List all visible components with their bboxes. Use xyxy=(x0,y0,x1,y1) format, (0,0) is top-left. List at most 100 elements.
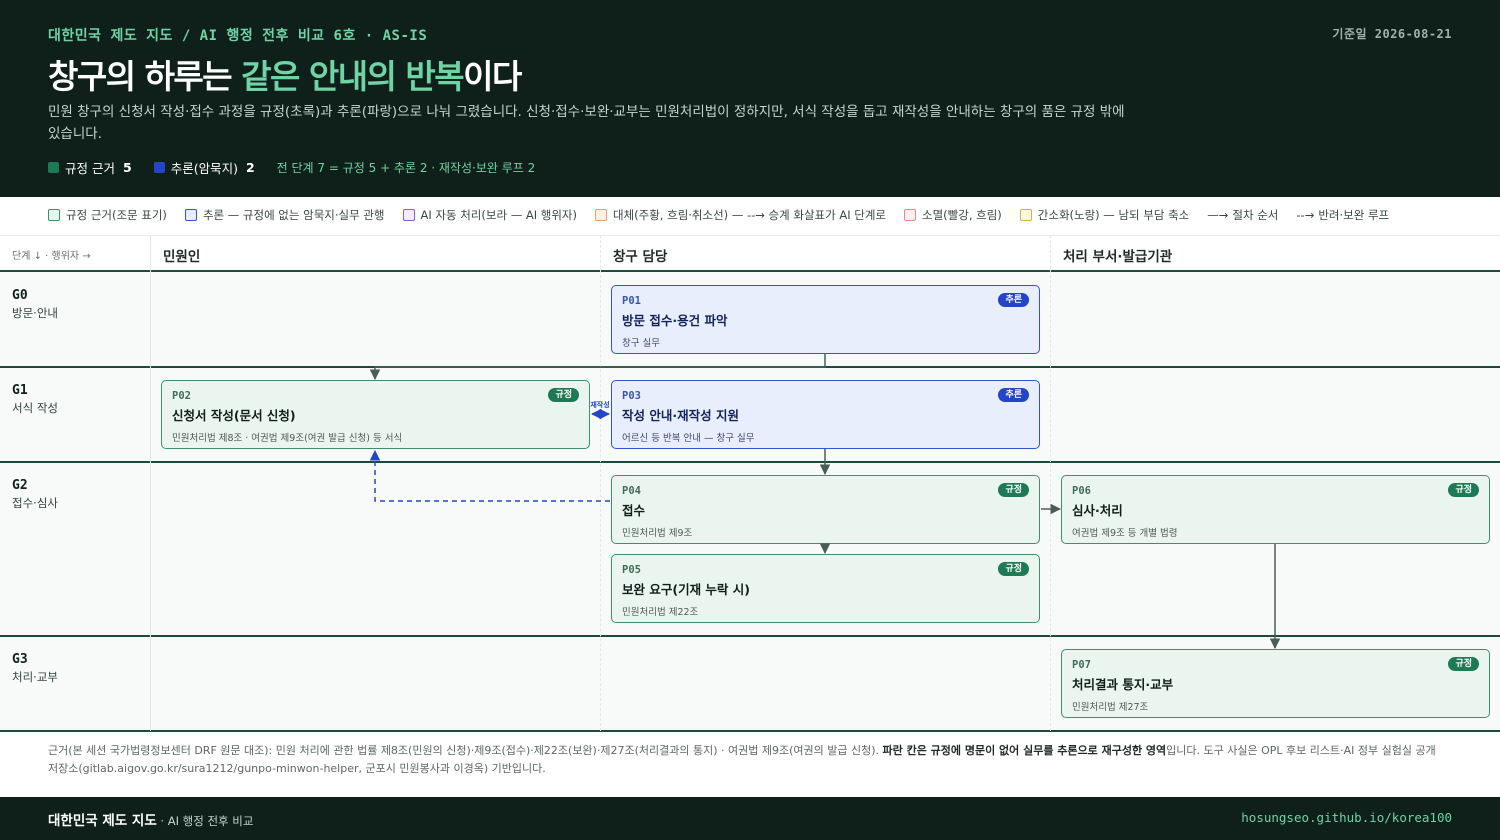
legend-regulation: 규정 근거(조문 표기) xyxy=(48,207,167,223)
stat-summary: 전 단계 7 = 규정 5 + 추론 2 · 재작성·보완 루프 2 xyxy=(276,161,536,175)
regulation-box-icon xyxy=(48,209,60,221)
legend-inference-label: 추론 — 규정에 없는 암묵지·실무 관행 xyxy=(202,208,385,222)
inference-swatch-icon xyxy=(153,162,165,173)
footnote: 근거(본 세션 국가법령정보센터 DRF 원문 대조): 민원 처리에 관한 법… xyxy=(48,742,1448,778)
stage-label-g3: G3 처리·교부 xyxy=(12,652,58,685)
legend-regulation-label: 규정 근거(조문 표기) xyxy=(66,208,167,222)
step-id: P06 xyxy=(1072,485,1091,497)
step-card-p01[interactable]: P01 방문 접수·용건 파악 창구 실무 추론 xyxy=(611,285,1040,354)
step-title: 방문 접수·용건 파악 xyxy=(622,313,728,328)
inference-badge: 추론 xyxy=(998,293,1029,307)
legend-order-label: 절차 순서 xyxy=(1232,208,1279,222)
inference-badge: 추론 xyxy=(998,388,1029,402)
footer-brand: 대한민국 제도 지도 · AI 행정 전후 비교 xyxy=(48,809,253,829)
step-title: 보완 요구(기재 누락 시) xyxy=(622,582,750,597)
header-stats: 규정 근거 5 추론(암묵지) 2 전 단계 7 = 규정 5 + 추론 2 ·… xyxy=(48,158,535,177)
stat-inference: 추론(암묵지) 2 xyxy=(153,158,255,177)
title-pre: 창구의 하루는 xyxy=(48,57,242,96)
step-basis: 어르신 등 반복 안내 — 창구 실무 xyxy=(622,433,755,444)
stage-code: G3 xyxy=(12,652,28,667)
page-title: 창구의 하루는 같은 안내의 반복이다 xyxy=(48,50,522,98)
stage-code: G2 xyxy=(12,478,28,493)
legend-inference: 추론 — 규정에 없는 암묵지·실무 관행 xyxy=(184,207,385,223)
grid-corner-label: 단계 ↓ · 행위자 → xyxy=(12,251,91,262)
legend-ai-label: AI 자동 처리(보라 — AI 행위자) xyxy=(420,208,578,222)
step-basis: 민원처리법 제9조 xyxy=(622,528,693,539)
step-title: 작성 안내·재작성 지원 xyxy=(622,408,739,423)
footer-brand-name: 대한민국 제도 지도 xyxy=(48,813,157,829)
step-basis: 민원처리법 제22조 xyxy=(622,607,699,618)
stage-label-g1: G1 서식 작성 xyxy=(12,383,58,416)
regulation-badge: 규정 xyxy=(1448,483,1479,497)
column-citizen: 민원인 xyxy=(163,249,201,265)
solid-arrow-icon: —→ xyxy=(1207,208,1229,222)
legend-loop: --→반려·보완 루프 xyxy=(1296,207,1389,223)
legend-remove-label: 소멸(빨강, 흐림) xyxy=(922,208,1002,222)
column-divider xyxy=(1050,235,1051,731)
step-id: P02 xyxy=(172,390,191,402)
step-id: P01 xyxy=(622,295,641,307)
column-divider xyxy=(150,235,151,731)
step-basis: 여권법 제9조 등 개별 법령 xyxy=(1072,528,1178,539)
title-post: 이다 xyxy=(463,57,522,96)
remove-box-icon xyxy=(904,209,917,221)
regulation-badge: 규정 xyxy=(1448,657,1479,671)
step-card-p07[interactable]: P07 처리결과 통지·교부 민원처리법 제27조 규정 xyxy=(1061,649,1490,718)
stat-regulation: 규정 근거 5 xyxy=(48,158,132,177)
step-id: P05 xyxy=(622,564,641,576)
stat-inference-value: 2 xyxy=(245,160,255,175)
legend-simplify: 간소화(노랑) — 남되 부담 축소 xyxy=(1019,207,1190,223)
base-date: 기준일 2026-08-21 xyxy=(1332,27,1452,41)
footer: 대한민국 제도 지도 · AI 행정 전후 비교 hosungseo.githu… xyxy=(0,797,1500,840)
step-id: P03 xyxy=(622,390,641,402)
legend-replace-label: 대체(주황, 흐림·취소선) — --→ 승계 화살표가 AI 단계로 xyxy=(613,208,887,222)
stage-label-g2: G2 접수·심사 xyxy=(12,478,58,511)
title-highlight: 같은 안내의 반복 xyxy=(241,57,465,96)
legend-order: —→절차 순서 xyxy=(1207,207,1278,223)
legend: 규정 근거(조문 표기) 추론 — 규정에 없는 암묵지·실무 관행 AI 자동… xyxy=(48,207,1407,223)
column-department: 처리 부서·발급기관 xyxy=(1063,249,1173,265)
step-id: P04 xyxy=(622,485,641,497)
stage-name: 접수·심사 xyxy=(12,496,58,510)
stage-name: 방문·안내 xyxy=(12,306,58,320)
step-title: 신청서 작성(문서 신청) xyxy=(172,408,296,423)
regulation-badge: 규정 xyxy=(998,562,1029,576)
footnote-text: 근거(본 세션 국가법령정보센터 DRF 원문 대조): 민원 처리에 관한 법… xyxy=(48,744,883,757)
step-card-p02[interactable]: P02 신청서 작성(문서 신청) 민원처리법 제8조 · 여권법 제9조(여권… xyxy=(161,380,590,449)
dashed-arrow-icon: --→ xyxy=(1296,208,1315,222)
legend-simplify-label: 간소화(노랑) — 남되 부담 축소 xyxy=(1037,208,1190,222)
stat-inference-label: 추론(암묵지) xyxy=(170,161,238,176)
step-title: 심사·처리 xyxy=(1072,503,1123,518)
step-title: 접수 xyxy=(622,503,646,518)
inference-box-icon xyxy=(184,209,197,221)
column-divider xyxy=(600,235,601,731)
stage-code: G1 xyxy=(12,383,28,398)
eyebrow: 대한민국 제도 지도 / AI 행정 전후 비교 6호 · AS-IS xyxy=(48,28,428,44)
step-basis: 민원처리법 제27조 xyxy=(1072,702,1149,713)
stage-name: 서식 작성 xyxy=(12,401,58,415)
page-description: 민원 창구의 신청서 작성·접수 과정을 규정(초록)과 추론(파랑)으로 나눠… xyxy=(48,104,1125,142)
step-basis: 창구 실무 xyxy=(622,338,660,349)
footnote-emphasis: 파란 칸은 규정에 명문이 없어 실무를 추론으로 재구성한 영역 xyxy=(882,744,1167,757)
step-basis: 민원처리법 제8조 · 여권법 제9조(여권 발급 신청) 등 서식 xyxy=(172,433,403,444)
legend-replace: 대체(주황, 흐림·취소선) — --→ 승계 화살표가 AI 단계로 xyxy=(595,207,886,223)
replace-box-icon xyxy=(595,209,607,221)
legend-loop-label: 반려·보완 루프 xyxy=(1318,208,1390,222)
header: 대한민국 제도 지도 / AI 행정 전후 비교 6호 · AS-IS 기준일 … xyxy=(0,0,1500,197)
regulation-badge: 규정 xyxy=(998,483,1029,497)
ai-box-icon xyxy=(402,209,415,221)
footer-url-link[interactable]: hosungseo.github.io/korea100 xyxy=(1241,810,1452,825)
step-card-p06[interactable]: P06 심사·처리 여권법 제9조 등 개별 법령 규정 xyxy=(1061,475,1490,544)
regulation-swatch-icon xyxy=(48,162,59,173)
step-card-p04[interactable]: P04 접수 민원처리법 제9조 규정 xyxy=(611,475,1040,544)
footnote-text-tail: 입니다. 도구 사실은 OPL 후보 리스트·AI 정부 실험실 공개 저장소(… xyxy=(48,744,1436,775)
footer-subtitle: · AI 행정 전후 비교 xyxy=(156,814,254,828)
regulation-badge: 규정 xyxy=(548,388,579,402)
stage-name: 처리·교부 xyxy=(12,670,58,684)
step-card-p05[interactable]: P05 보완 요구(기재 누락 시) 민원처리법 제22조 규정 xyxy=(611,554,1040,623)
column-header: 단계 ↓ · 행위자 → 민원인 창구 담당 처리 부서·발급기관 xyxy=(0,235,1500,272)
stat-regulation-value: 5 xyxy=(122,160,132,175)
legend-remove: 소멸(빨강, 흐림) xyxy=(904,207,1002,223)
step-card-p03[interactable]: P03 작성 안내·재작성 지원 어르신 등 반복 안내 — 창구 실무 추론 xyxy=(611,380,1040,449)
